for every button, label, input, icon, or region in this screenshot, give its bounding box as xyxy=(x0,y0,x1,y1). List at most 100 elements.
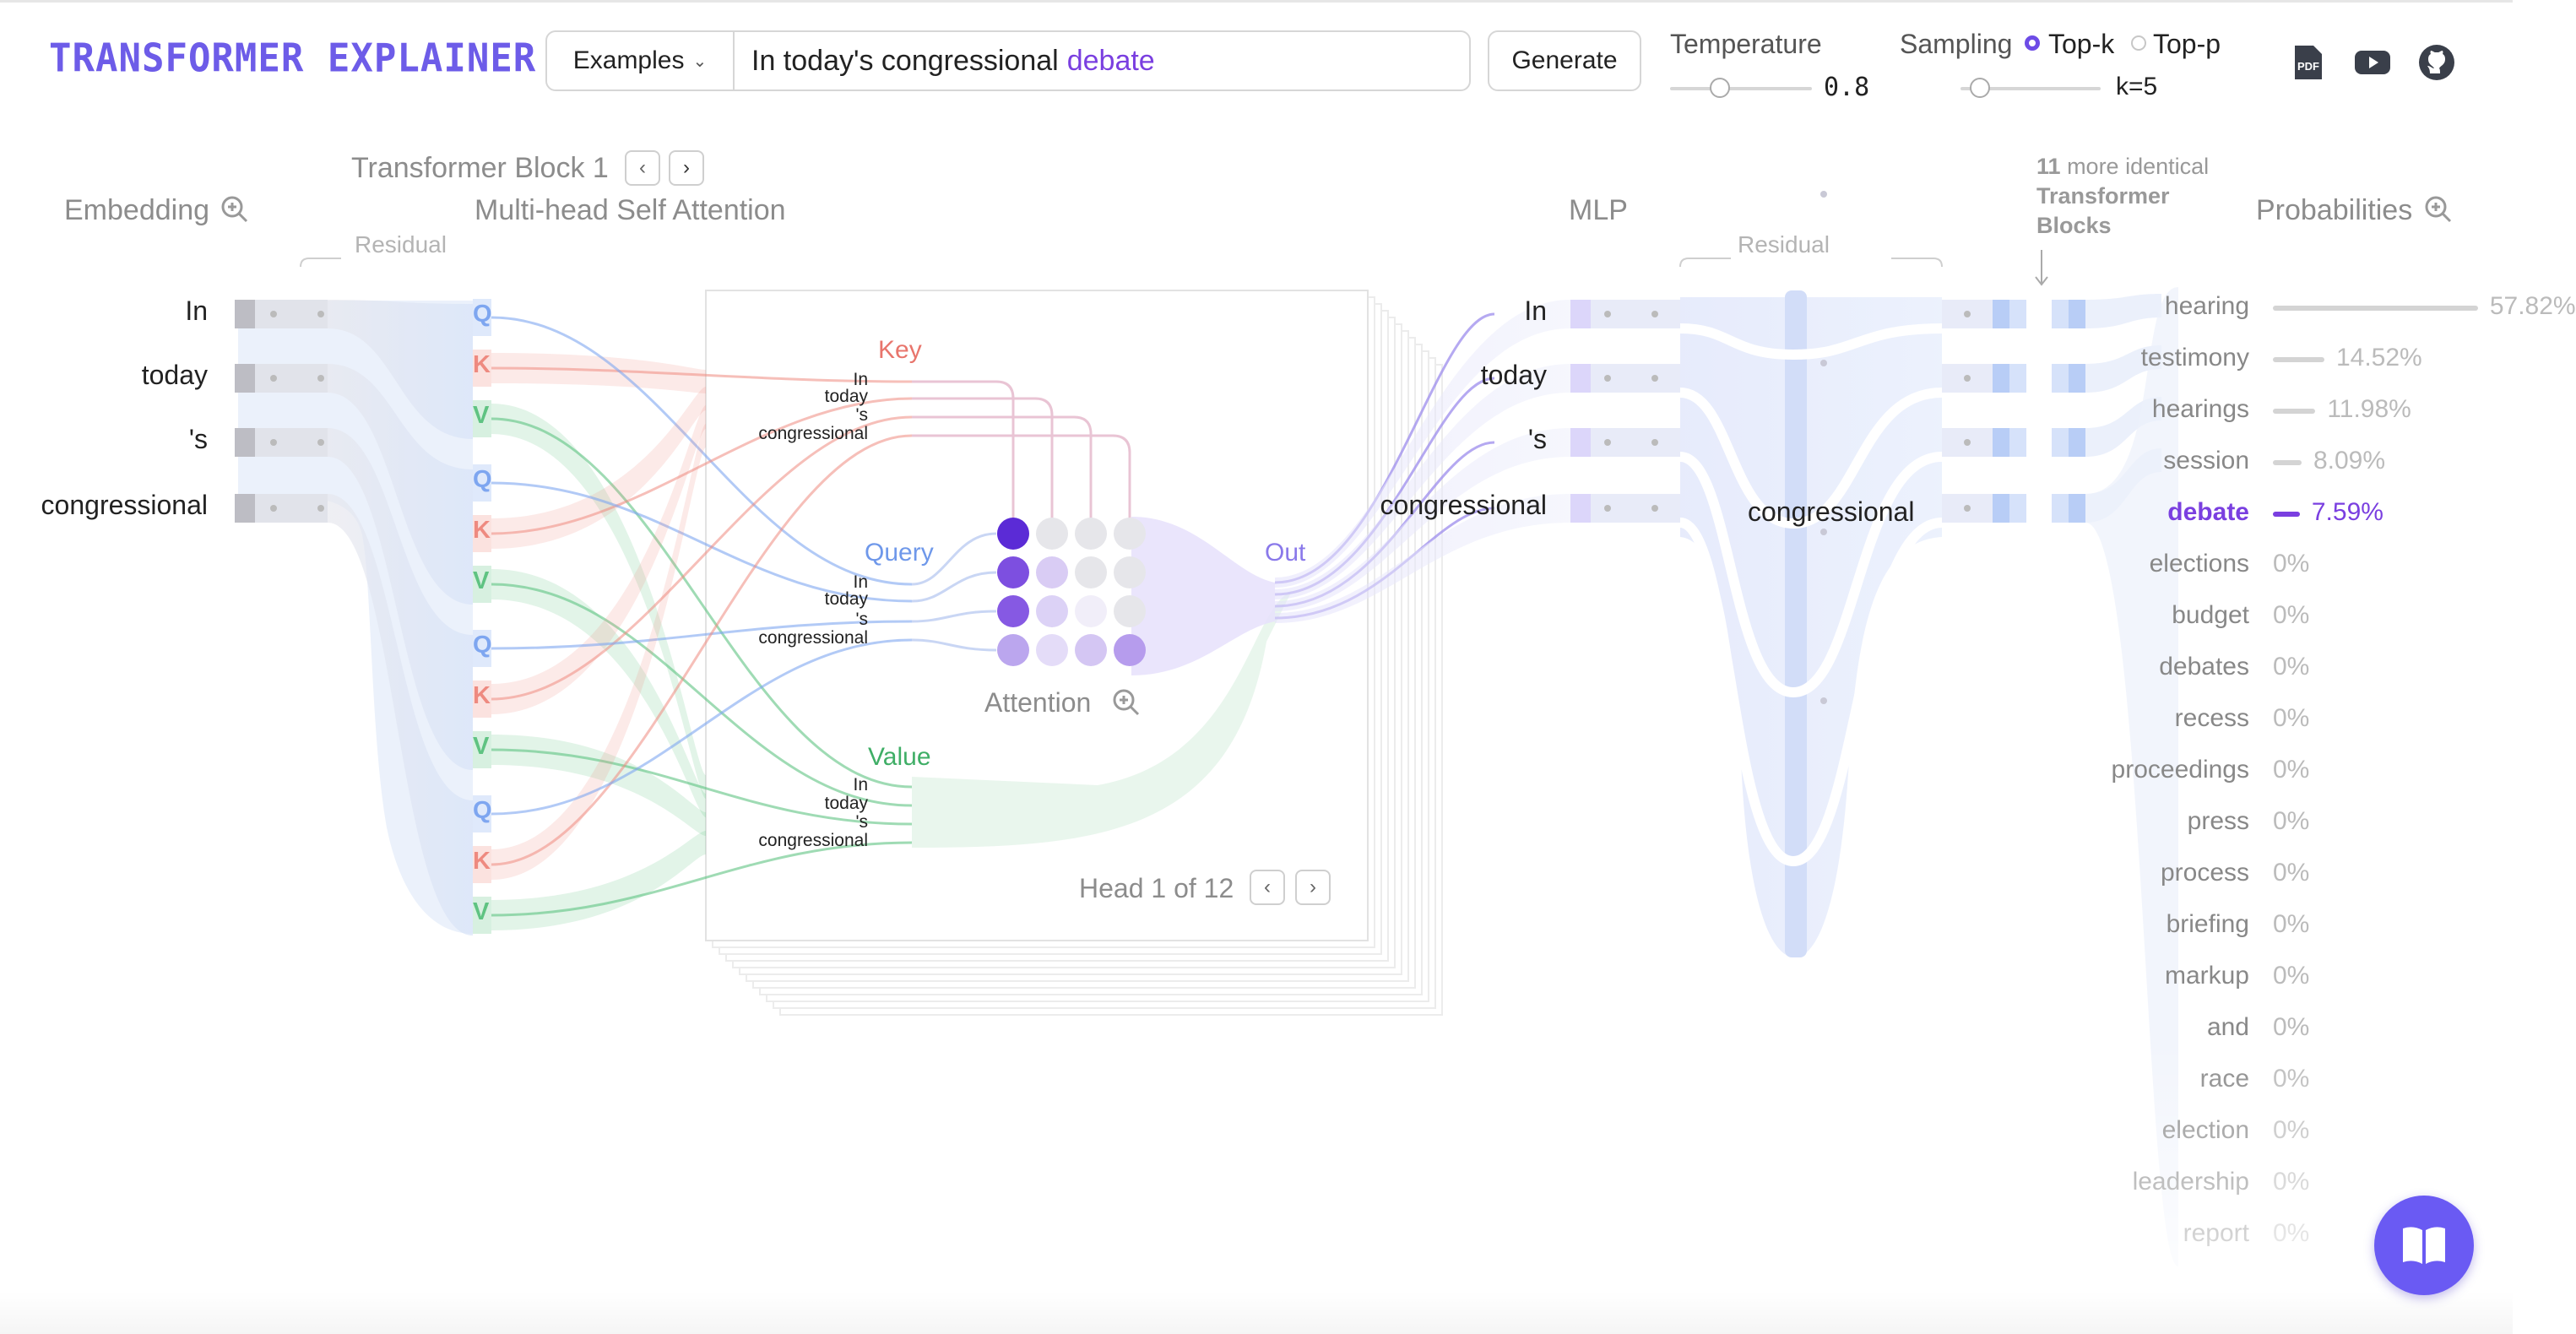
probability-value: 0% xyxy=(2273,601,2310,629)
attention-label[interactable]: Attention xyxy=(984,687,1092,718)
open-article-button[interactable] xyxy=(2374,1196,2474,1295)
attention-cell[interactable] xyxy=(1114,634,1146,666)
probability-word[interactable]: debates xyxy=(2159,653,2249,681)
chevron-right-icon: › xyxy=(683,156,690,179)
probability-word[interactable]: testimony xyxy=(2140,344,2249,371)
block-column-cell xyxy=(2052,364,2069,393)
probability-value: 0% xyxy=(2273,1013,2310,1041)
probability-word[interactable]: hearing xyxy=(2164,292,2249,320)
examples-dropdown[interactable]: Examples ⌄ xyxy=(545,30,735,91)
mlp-separator xyxy=(1678,518,1943,867)
next-block-button[interactable]: › xyxy=(669,150,704,186)
temperature-slider-thumb[interactable] xyxy=(1709,78,1730,98)
probability-word[interactable]: press xyxy=(2187,807,2249,835)
attention-cell[interactable] xyxy=(1075,556,1107,588)
probability-word[interactable]: budget xyxy=(2172,601,2249,629)
key-label: Key xyxy=(878,336,922,364)
qkv-cell xyxy=(473,515,491,552)
value-token-label: congressional xyxy=(758,831,868,850)
mlp-center-token: congressional xyxy=(1748,496,1915,527)
probability-value: 7.59% xyxy=(2311,498,2383,526)
attention-cell[interactable] xyxy=(1036,556,1068,588)
mlp-center-column xyxy=(1785,290,1807,957)
mlp-separator xyxy=(1678,452,1943,698)
zoom-in-icon[interactable] xyxy=(220,194,250,225)
qkv-letter: V xyxy=(473,733,490,760)
k-slider[interactable] xyxy=(1960,76,2101,101)
zoom-in-icon[interactable] xyxy=(1111,687,1142,718)
residual-bracket-left xyxy=(300,258,341,268)
topp-radio[interactable] xyxy=(2131,35,2146,51)
block-column-cell xyxy=(2026,494,2043,523)
probability-value: 14.52% xyxy=(2335,344,2422,371)
qkv-letter: Q xyxy=(473,632,492,659)
zoom-in-icon[interactable] xyxy=(2423,194,2454,225)
probability-word[interactable]: elections xyxy=(2149,550,2249,578)
probability-word[interactable]: hearings xyxy=(2151,395,2249,423)
probabilities-title[interactable]: Probabilities xyxy=(2256,194,2413,226)
attention-cell[interactable] xyxy=(1036,595,1068,627)
attention-cell[interactable] xyxy=(1114,518,1146,550)
embedding-flow xyxy=(328,494,473,935)
topk-radio[interactable] xyxy=(2025,35,2040,51)
probability-word[interactable]: proceedings xyxy=(2111,756,2249,784)
prev-block-button[interactable]: ‹ xyxy=(625,150,660,186)
attention-matrix[interactable] xyxy=(997,518,1146,666)
attention-cell[interactable] xyxy=(997,518,1029,550)
probability-word[interactable]: report xyxy=(2183,1219,2249,1247)
youtube-icon[interactable] xyxy=(2352,42,2393,83)
attention-cell[interactable] xyxy=(1114,595,1146,627)
value-token-label: In xyxy=(853,775,868,794)
attention-cell[interactable] xyxy=(1075,595,1107,627)
embedding-dot xyxy=(270,439,277,446)
block-column-cell xyxy=(1993,364,2009,393)
probability-word[interactable]: briefing xyxy=(2166,910,2249,938)
mlp-flows xyxy=(1678,191,1993,957)
generate-button[interactable]: Generate xyxy=(1488,30,1641,91)
attention-cell[interactable] xyxy=(1114,556,1146,588)
probability-word[interactable]: leadership xyxy=(2132,1168,2249,1196)
qkv-letter: Q xyxy=(473,797,492,824)
topk-label[interactable]: Top-k xyxy=(2048,29,2115,59)
attention-cell[interactable] xyxy=(997,595,1029,627)
probability-word[interactable]: race xyxy=(2199,1065,2249,1093)
prompt-input[interactable]: In today's congressional debate xyxy=(733,30,1471,91)
topp-label[interactable]: Top-p xyxy=(2153,29,2221,59)
residual-dot xyxy=(1964,439,1971,446)
pdf-icon[interactable]: PDF xyxy=(2288,42,2329,83)
app-title[interactable]: Transformer Explainer xyxy=(49,35,537,82)
embedding-title[interactable]: Embedding xyxy=(64,194,210,226)
prob-flow xyxy=(2085,294,2161,328)
probability-word[interactable]: election xyxy=(2161,1116,2249,1144)
attention-cell[interactable] xyxy=(1036,634,1068,666)
probability-value: 0% xyxy=(2273,704,2310,732)
probability-word[interactable]: debate xyxy=(2167,498,2249,526)
attention-cell[interactable] xyxy=(997,634,1029,666)
attention-cell[interactable] xyxy=(1075,634,1107,666)
probability-value: 0% xyxy=(2273,756,2310,784)
github-icon[interactable] xyxy=(2416,42,2457,83)
mlp-dot xyxy=(1604,311,1611,317)
key-to-matrix xyxy=(912,415,1093,534)
attention-cell[interactable] xyxy=(1036,518,1068,550)
probability-word[interactable]: process xyxy=(2160,859,2249,887)
prev-head-button[interactable]: ‹ xyxy=(1250,870,1285,905)
query-token-label: today xyxy=(824,589,868,609)
next-head-button[interactable]: › xyxy=(1295,870,1331,905)
attention-cell[interactable] xyxy=(1075,518,1107,550)
attention-cell[interactable] xyxy=(997,556,1029,588)
query-line xyxy=(491,481,913,603)
k-slider-thumb[interactable] xyxy=(1970,78,1991,98)
probability-word[interactable]: and xyxy=(2206,1013,2249,1041)
temperature-slider[interactable] xyxy=(1670,76,1812,101)
probability-word[interactable]: session xyxy=(2163,447,2249,474)
probability-word[interactable]: markup xyxy=(2164,962,2249,990)
probability-word[interactable]: recess xyxy=(2174,704,2249,732)
mlp-dot xyxy=(1604,375,1611,382)
query-line xyxy=(491,638,913,816)
mlp-in-band xyxy=(1591,494,1680,523)
embedding-band xyxy=(255,364,328,393)
block-column-cell xyxy=(1993,494,2009,523)
residual-dot xyxy=(1964,375,1971,382)
value-ribbon xyxy=(491,831,706,930)
